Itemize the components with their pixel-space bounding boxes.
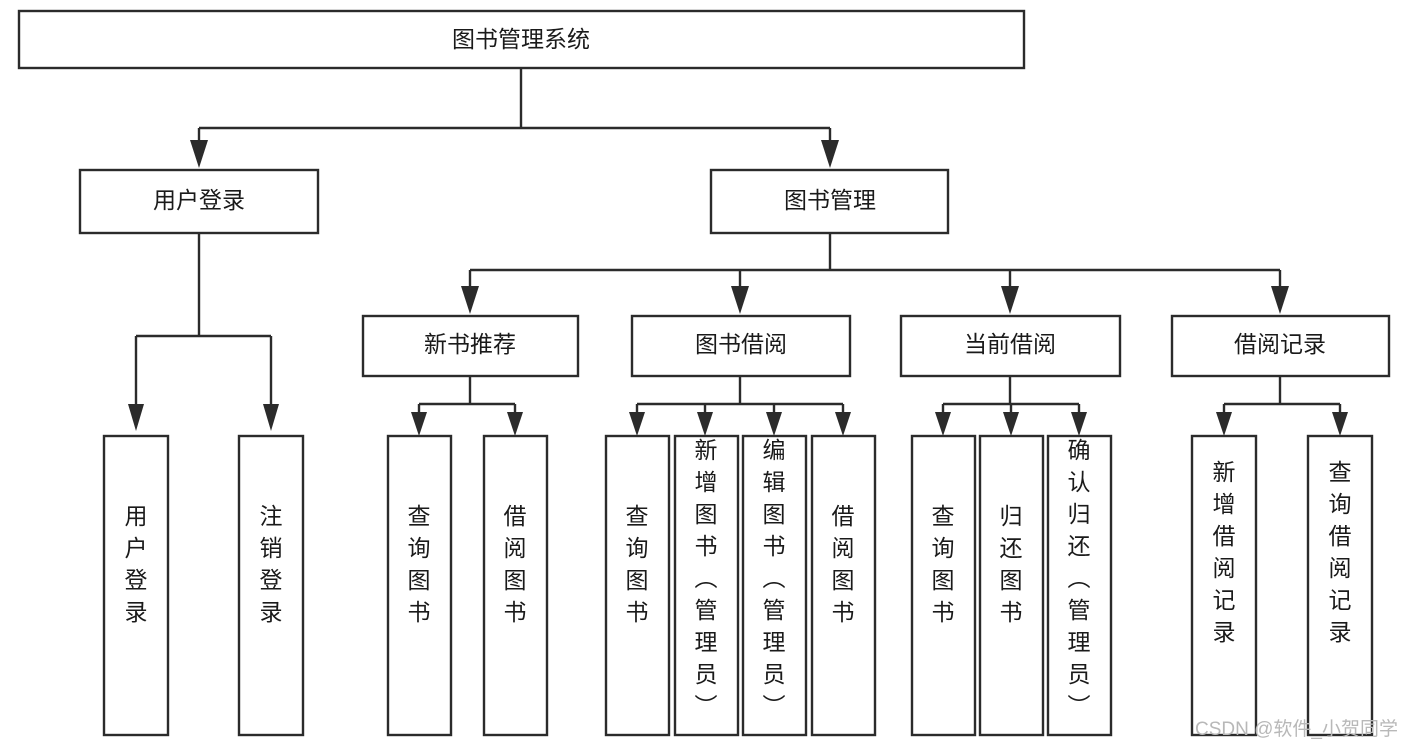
node-book-borrow-box[interactable] (630, 314, 852, 378)
node-leaf-query-book-1-box[interactable] (386, 434, 453, 737)
connector-currentborrow-to-leaves (935, 376, 1087, 436)
connector-bookborrow-to-leaves (629, 376, 851, 436)
node-leaf-logout[interactable]: 注销登录 (237, 434, 305, 737)
node-leaf-add-book[interactable]: 新增图书︵管理员︶ (673, 434, 740, 737)
node-current-borrow[interactable]: 当前借阅 (899, 314, 1122, 378)
node-leaf-user-login-label: 用户登录 (125, 503, 148, 625)
arrow-head-book-borrow (731, 286, 749, 314)
connector-borrowrecord-to-leaves (1216, 376, 1348, 436)
arrow-head-borrow-record (1271, 286, 1289, 314)
arrow-head-leaf-borrow-book-2 (835, 412, 851, 436)
connector-bookmanage-to-level3 (461, 233, 1289, 314)
node-leaf-user-login[interactable]: 用户登录 (102, 434, 170, 737)
node-book-manage-box[interactable] (709, 168, 950, 235)
node-leaf-query-book-3-box[interactable] (910, 434, 977, 737)
node-leaf-query-book-3[interactable]: 查询图书 (910, 434, 977, 737)
node-leaf-query-book-2-box[interactable] (604, 434, 671, 737)
node-borrow-record-box[interactable] (1170, 314, 1391, 378)
arrow-head-leaf-query-book-1 (411, 412, 427, 436)
node-leaf-borrow-book-1[interactable]: 借阅图书 (482, 434, 549, 737)
arrow-head-leaf-add-record (1216, 412, 1232, 436)
node-leaf-return-book-label: 归还图书 (1000, 503, 1023, 625)
arrow-head-leaf-user-login (128, 404, 144, 431)
connector-newbook-to-leaves (411, 376, 523, 436)
node-leaf-query-record-box[interactable] (1306, 434, 1374, 737)
node-book-manage-label: 图书管理 (784, 187, 876, 213)
node-leaf-confirm-return[interactable]: 确认归还︵管理员︶ (1046, 434, 1113, 737)
arrow-head-leaf-add-book (697, 412, 713, 436)
node-book-borrow[interactable]: 图书借阅 (630, 314, 852, 378)
arrow-head-user-login (190, 140, 208, 168)
node-leaf-add-book-box[interactable] (673, 434, 740, 737)
node-user-login-label: 用户登录 (153, 187, 245, 213)
node-leaf-add-record[interactable]: 新增借阅记录 (1190, 434, 1258, 737)
node-leaf-return-book[interactable]: 归还图书 (978, 434, 1045, 737)
csdn-watermark: CSDN @软件_小贺同学 (1195, 718, 1398, 740)
node-leaf-confirm-return-label: 确认归还︵管理员︶ (1068, 437, 1091, 719)
node-user-login[interactable]: 用户登录 (78, 168, 320, 235)
node-leaf-borrow-book-2-box[interactable] (810, 434, 877, 737)
arrow-head-current-borrow (1001, 286, 1019, 314)
arrow-head-leaf-query-record (1332, 412, 1348, 436)
node-leaf-borrow-book-1-box[interactable] (482, 434, 549, 737)
node-book-manage[interactable]: 图书管理 (709, 168, 950, 235)
node-book-borrow-label: 图书借阅 (695, 331, 787, 357)
node-leaf-query-book-3-label: 查询图书 (932, 503, 955, 625)
node-leaf-edit-book-box[interactable] (741, 434, 808, 737)
node-leaf-logout-label: 注销登录 (260, 503, 283, 625)
node-leaf-logout-box[interactable] (237, 434, 305, 737)
node-leaf-query-book-1-label: 查询图书 (408, 503, 431, 625)
node-leaf-borrow-book-1-label: 借阅图书 (504, 503, 527, 625)
node-current-borrow-box[interactable] (899, 314, 1122, 378)
node-leaf-add-record-box[interactable] (1190, 434, 1258, 737)
arrow-head-leaf-edit-book (766, 412, 782, 436)
arrow-head-book-manage (821, 140, 839, 168)
node-leaf-edit-book-label: 编辑图书︵管理员︶ (763, 437, 786, 719)
arrow-head-leaf-query-book-3 (935, 412, 951, 436)
node-leaf-borrow-book-2[interactable]: 借阅图书 (810, 434, 877, 737)
node-user-login-box[interactable] (78, 168, 320, 235)
node-new-book-recommend[interactable]: 新书推荐 (361, 314, 580, 378)
node-borrow-record-label: 借阅记录 (1234, 331, 1326, 357)
connector-root-to-level2 (190, 68, 839, 168)
node-new-book-recommend-box[interactable] (361, 314, 580, 378)
arrow-head-leaf-query-book-2 (629, 412, 645, 436)
node-borrow-record[interactable]: 借阅记录 (1170, 314, 1391, 378)
node-root-box[interactable] (17, 9, 1026, 70)
node-leaf-edit-book[interactable]: 编辑图书︵管理员︶ (741, 434, 808, 737)
node-root-label: 图书管理系统 (452, 26, 590, 52)
node-leaf-query-book-2[interactable]: 查询图书 (604, 434, 671, 737)
node-leaf-borrow-book-2-label: 借阅图书 (832, 503, 855, 625)
node-new-book-recommend-label: 新书推荐 (424, 331, 516, 357)
arrow-head-leaf-confirm-return (1071, 412, 1087, 436)
arrow-head-leaf-logout (263, 404, 279, 431)
arrow-head-leaf-return-book (1003, 412, 1019, 436)
connector-userlogin-to-leaves (128, 233, 279, 431)
node-current-borrow-label: 当前借阅 (964, 331, 1056, 357)
node-leaf-confirm-return-box[interactable] (1046, 434, 1113, 737)
node-leaf-return-book-box[interactable] (978, 434, 1045, 737)
arrow-head-new-book (461, 286, 479, 314)
node-leaf-query-book-1[interactable]: 查询图书 (386, 434, 453, 737)
node-leaf-add-book-label: 新增图书︵管理员︶ (695, 437, 718, 719)
node-root[interactable]: 图书管理系统 (17, 9, 1026, 70)
arrow-head-leaf-borrow-book-1 (507, 412, 523, 436)
node-leaf-query-record[interactable]: 查询借阅记录 (1306, 434, 1374, 737)
node-leaf-add-record-label: 新增借阅记录 (1213, 459, 1236, 645)
node-leaf-query-record-label: 查询借阅记录 (1329, 459, 1352, 645)
node-leaf-query-book-2-label: 查询图书 (626, 503, 649, 625)
node-leaf-user-login-box[interactable] (102, 434, 170, 737)
